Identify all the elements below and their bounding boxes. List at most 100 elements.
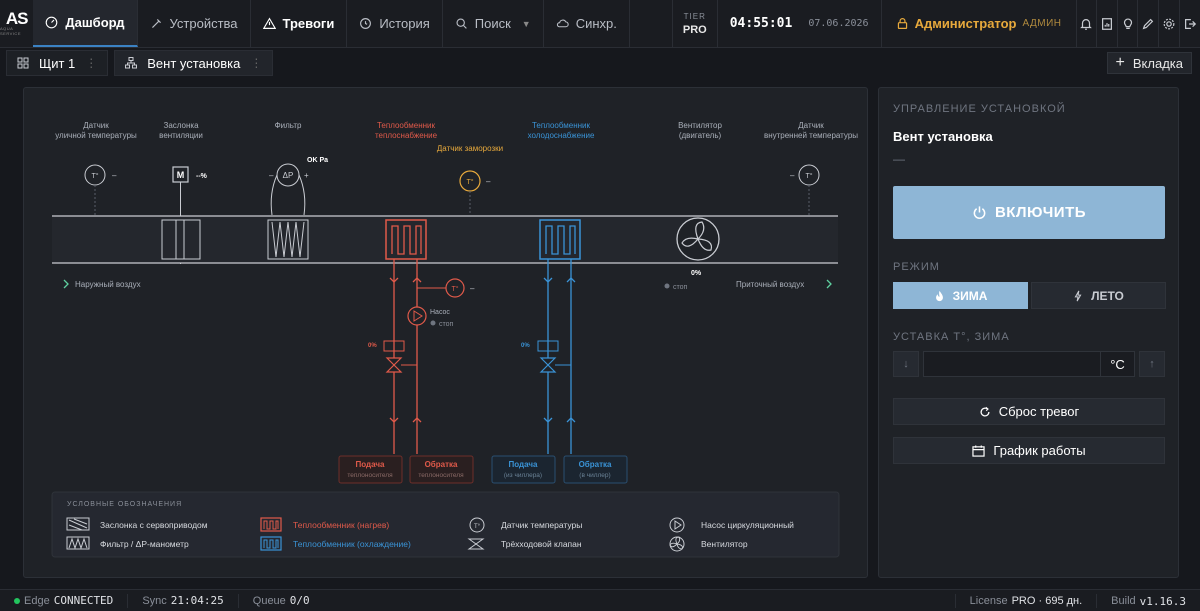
- legend-sensor: T° Датчик температуры: [469, 517, 582, 533]
- setpoint-title: УСТАВКА T°, ЗИМА: [893, 331, 1010, 343]
- logout-icon: [1184, 18, 1196, 29]
- svg-text:0%: 0%: [368, 343, 377, 349]
- kebab-menu-icon[interactable]: ⋮: [85, 56, 98, 70]
- cooler-coil[interactable]: [539, 219, 581, 260]
- outdoor-temp-sensor[interactable]: T° –: [84, 164, 117, 215]
- svg-text:Вентилятор: Вентилятор: [701, 539, 748, 549]
- clock: 04:55:01 07.06.2026: [718, 0, 882, 47]
- svg-text:T°: T°: [91, 172, 98, 180]
- svg-text:Насос: Насос: [430, 309, 450, 316]
- logout-button[interactable]: [1180, 0, 1200, 47]
- setpoint-input[interactable]: °C: [923, 351, 1135, 377]
- setpoint-stepper: ↓ °C ↑: [893, 351, 1165, 377]
- tab-dashboard[interactable]: Дашборд: [33, 0, 138, 47]
- search-icon: [456, 18, 467, 29]
- svg-text:T°: T°: [805, 172, 812, 180]
- report-icon: [1101, 17, 1112, 30]
- heat-valve[interactable]: 0%: [368, 340, 417, 373]
- svg-text:–: –: [486, 177, 491, 186]
- circulation-pump[interactable]: Насос стоп: [407, 306, 454, 328]
- tier-badge: TIER PRO: [671, 0, 718, 47]
- svg-text:теплоносителя: теплоносителя: [418, 472, 464, 479]
- sync-status: Sync 21:04:25: [128, 593, 239, 608]
- tab-devices[interactable]: Устройства: [138, 0, 251, 47]
- tab-sync[interactable]: Синхр.: [544, 0, 630, 47]
- settings-button[interactable]: [1159, 0, 1180, 47]
- setpoint-unit: °C: [1100, 352, 1134, 376]
- heater-coil[interactable]: [385, 219, 427, 260]
- svg-text:Теплообменник (нагрев): Теплообменник (нагрев): [293, 520, 389, 530]
- dashboard-tabs-bar: Щит 1 ⋮ Вент установка ⋮ + Вкладка: [0, 48, 1200, 78]
- svg-text:--%: --%: [196, 173, 208, 180]
- heating-circuit: [389, 259, 446, 454]
- unit-control-panel: УПРАВЛЕНИЕ УСТАНОВКОЙ Вент установка — В…: [878, 87, 1179, 578]
- add-tab-button[interactable]: + Вкладка: [1106, 52, 1192, 74]
- build-version: Build v1.16.3: [1096, 594, 1200, 608]
- gauge-icon: [45, 16, 58, 29]
- frost-sensor[interactable]: T° –: [459, 170, 491, 215]
- dashboard-tab-vent[interactable]: Вент установка ⋮: [114, 50, 274, 76]
- setpoint-decrease-button[interactable]: ↓: [893, 351, 919, 377]
- grid-icon: [17, 57, 29, 69]
- history-icon: [360, 18, 372, 29]
- cool-valve[interactable]: 0%: [521, 340, 571, 373]
- reports-button[interactable]: [1097, 0, 1118, 47]
- schedule-button[interactable]: График работы: [893, 437, 1165, 464]
- user-menu[interactable]: Администратор АДМИН: [882, 0, 1077, 47]
- power-on-button[interactable]: ВКЛЮЧИТЬ: [893, 186, 1165, 239]
- status-bar: Edge CONNECTED Sync 21:04:25 Queue 0/0 L…: [0, 589, 1200, 611]
- power-icon: [973, 206, 986, 219]
- svg-text:Подача: Подача: [356, 460, 386, 469]
- supply-fan[interactable]: 0% стоп: [664, 217, 720, 291]
- filter[interactable]: [267, 219, 309, 260]
- clock-date: 07.06.2026: [808, 18, 869, 29]
- bolt-icon: [1074, 290, 1082, 301]
- mode-summer-button[interactable]: ЛЕТО: [1031, 282, 1166, 309]
- edit-button[interactable]: [1138, 0, 1160, 47]
- svg-text:Насос циркуляционный: Насос циркуляционный: [701, 520, 794, 530]
- control-section-title: УПРАВЛЕНИЕ УСТАНОВКОЙ: [893, 103, 1066, 115]
- notifications-button[interactable]: [1077, 0, 1098, 47]
- reset-alarms-button[interactable]: Сброс тревог: [893, 398, 1165, 425]
- gear-icon: [1163, 18, 1175, 29]
- chevron-down-icon: ▼: [521, 18, 531, 29]
- legend-cooler: Теплообменник (охлаждение): [260, 536, 411, 551]
- supply-air-label: Приточный воздух: [736, 279, 832, 289]
- warning-icon: [262, 17, 276, 29]
- svg-text:–: –: [470, 284, 475, 293]
- svg-text:Наружный воздух: Наружный воздух: [75, 280, 141, 289]
- return-temp-sensor[interactable]: T° –: [445, 278, 475, 298]
- unit-name: Вент установка: [893, 129, 993, 144]
- plus-icon: +: [1115, 54, 1125, 71]
- svg-text:T°: T°: [466, 178, 473, 186]
- flame-icon: [935, 290, 943, 301]
- svg-text:УСЛОВНЫЕ ОБОЗНАЧЕНИЯ: УСЛОВНЫЕ ОБОЗНАЧЕНИЯ: [67, 501, 182, 508]
- damper[interactable]: [161, 219, 201, 260]
- tab-history[interactable]: История: [347, 0, 443, 47]
- lightbulb-icon: [1123, 18, 1132, 29]
- dashboard-tab-panel1[interactable]: Щит 1 ⋮: [6, 50, 109, 76]
- svg-text:0%: 0%: [691, 270, 702, 277]
- clock-time: 04:55:01: [729, 16, 793, 31]
- cool-supply-pipe-label: Подача (из чиллера): [491, 455, 556, 484]
- unit-status: —: [893, 152, 905, 166]
- license-status: License PRO · 695 дн.: [954, 594, 1097, 608]
- mode-winter-button[interactable]: ЗИМА: [893, 282, 1028, 309]
- edge-status: Edge CONNECTED: [0, 593, 129, 608]
- legend: УСЛОВНЫЕ ОБОЗНАЧЕНИЯ Заслонка с сервопри…: [51, 491, 840, 558]
- indoor-temp-sensor[interactable]: T° –: [790, 164, 820, 215]
- tab-alarms[interactable]: Тревоги: [251, 0, 348, 47]
- filter-dp-gauge[interactable]: ΔP – + OK Pa: [269, 157, 328, 216]
- heat-return-pipe-label: Обратка теплоносителя: [409, 455, 474, 484]
- app-logo[interactable]: AS AQUA SERVICE: [0, 9, 28, 36]
- kebab-menu-icon[interactable]: ⋮: [250, 56, 263, 70]
- setpoint-increase-button[interactable]: ↑: [1139, 351, 1165, 377]
- tab-search[interactable]: Поиск ▼: [443, 0, 544, 47]
- svg-text:–: –: [790, 171, 795, 180]
- svg-text:Обратка: Обратка: [579, 460, 612, 469]
- tips-button[interactable]: [1118, 0, 1139, 47]
- legend-pump: Насос циркуляционный: [669, 517, 794, 533]
